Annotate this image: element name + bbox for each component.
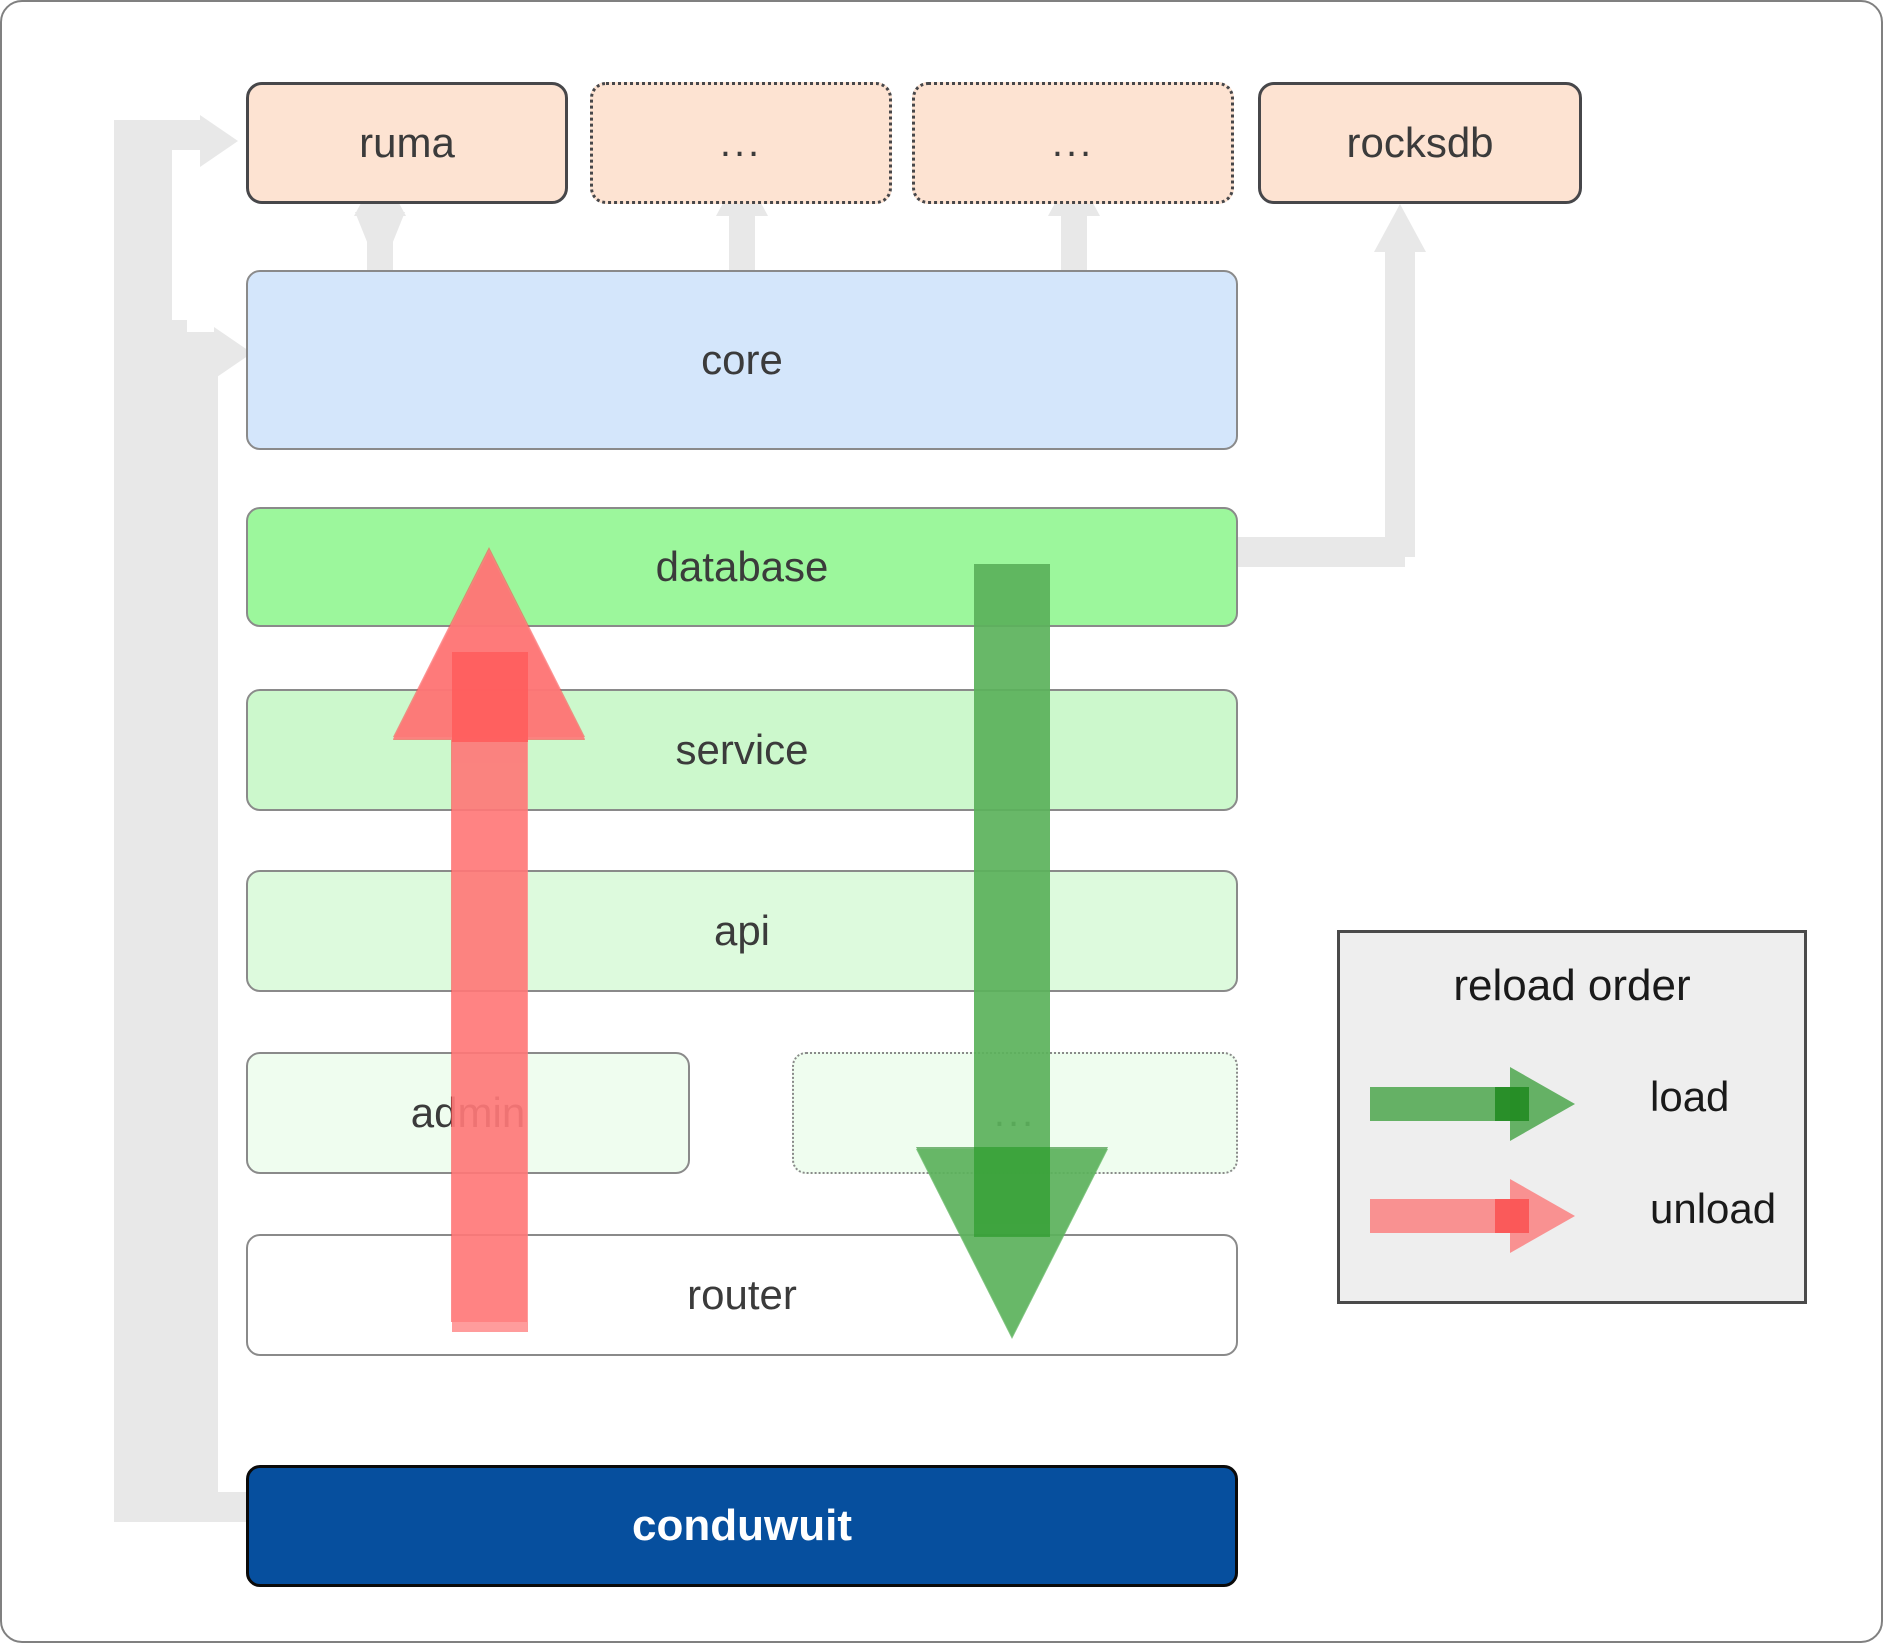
node-layer-ellipsis-label: ... (993, 1091, 1037, 1135)
node-router: router (246, 1234, 1238, 1356)
node-layer-ellipsis: ... (792, 1052, 1238, 1174)
connector-database-to-rocksdb (1232, 247, 1405, 557)
legend-load-arrow-icon (1370, 1067, 1575, 1141)
legend-unload-label: unload (1650, 1185, 1777, 1232)
node-service: service (246, 689, 1238, 811)
node-dep-ellipsis-1-label: ... (719, 121, 763, 165)
node-service-label: service (675, 726, 809, 773)
node-admin-label: admin (410, 1089, 526, 1136)
node-rocksdb: rocksdb (1258, 82, 1582, 204)
node-conduwuit: conduwuit (246, 1465, 1238, 1587)
node-api: api (246, 870, 1238, 992)
legend-load-label: load (1650, 1073, 1730, 1120)
node-admin: admin (246, 1052, 690, 1174)
node-database: database (246, 507, 1238, 627)
node-api-label: api (713, 907, 771, 954)
node-core-label: core (701, 336, 783, 383)
legend-unload-arrow-icon (1370, 1179, 1575, 1253)
node-dep-ellipsis-2-label: ... (1051, 121, 1095, 165)
node-ruma-label: ruma (359, 119, 455, 166)
node-conduwuit-label: conduwuit (632, 1501, 852, 1550)
node-core: core (246, 270, 1238, 450)
node-dep-ellipsis-2: ... (912, 82, 1234, 204)
connector-conduwuit-to-ruma (114, 132, 172, 1522)
node-database-label: database (655, 543, 829, 590)
node-router-label: router (687, 1271, 797, 1318)
connector-conduwuit-to-core (157, 347, 218, 1522)
legend-title: reload order (1453, 961, 1691, 1010)
node-ruma: ruma (246, 82, 568, 204)
legend-panel: reload order load unload (1337, 930, 1807, 1304)
node-rocksdb-label: rocksdb (1346, 119, 1494, 166)
node-dep-ellipsis-1: ... (590, 82, 892, 204)
connector-core-to-ruma (355, 212, 405, 274)
legend-row-load: load (1340, 1065, 1804, 1145)
legend-row-unload: unload (1340, 1177, 1804, 1257)
